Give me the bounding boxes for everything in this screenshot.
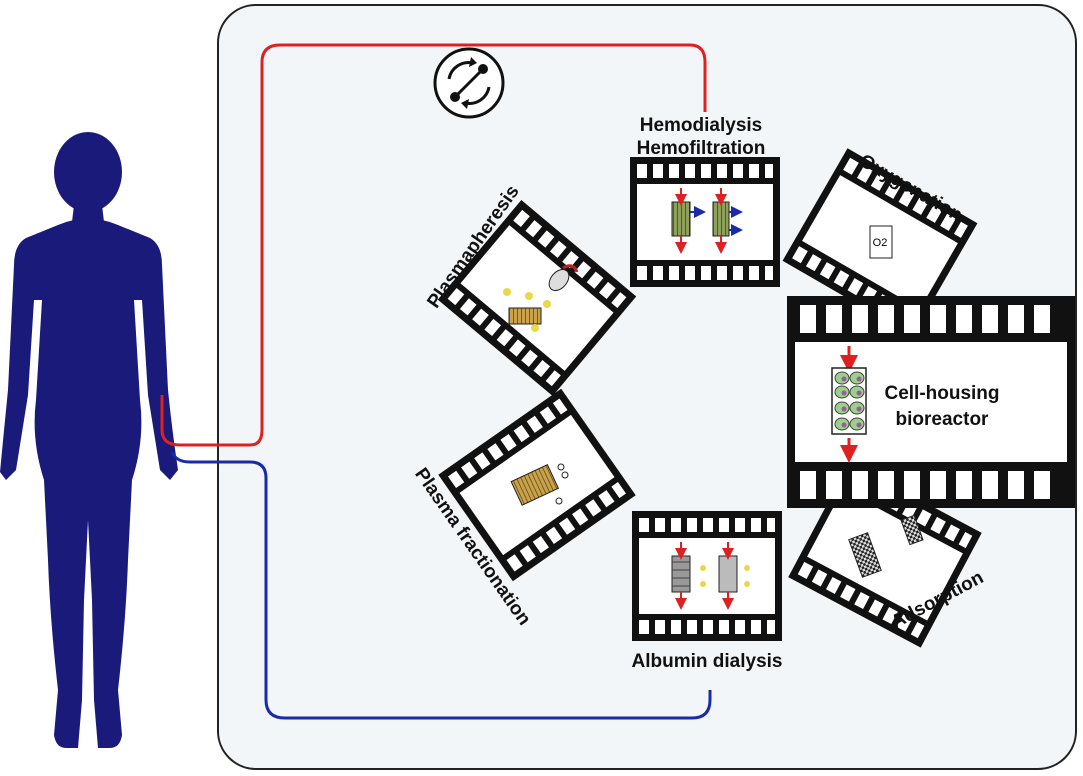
hemodialysis-module bbox=[630, 157, 780, 287]
label-albumin-dialysis: Albumin dialysis bbox=[632, 651, 783, 672]
arterial-blood-line bbox=[160, 43, 707, 447]
bioreactor-cells-icon bbox=[831, 346, 867, 463]
pump-cycle-icon bbox=[433, 47, 505, 119]
label-bioreactor: bioreactor bbox=[896, 409, 990, 430]
plasma-fractionation-module bbox=[438, 388, 636, 582]
adsorption-module bbox=[788, 462, 982, 648]
charcoal-column-icon bbox=[848, 514, 924, 578]
plasmapheresis-module bbox=[437, 199, 637, 397]
oxygenation-module: O2 bbox=[782, 148, 978, 336]
label-hemofiltration: Hemofiltration bbox=[637, 138, 766, 159]
label-cell-housing: Cell-housing bbox=[884, 383, 999, 404]
albumin-dialysis-module bbox=[632, 511, 782, 641]
label-hemodialysis: Hemodialysis bbox=[640, 115, 763, 136]
filter-icon bbox=[671, 188, 743, 254]
cell-housing-bioreactor-module bbox=[787, 296, 1075, 508]
venous-blood-line bbox=[170, 451, 712, 720]
centrifuge-icon bbox=[503, 264, 579, 332]
human-silhouette-icon bbox=[0, 132, 178, 748]
svg-text:O2: O2 bbox=[873, 237, 888, 249]
